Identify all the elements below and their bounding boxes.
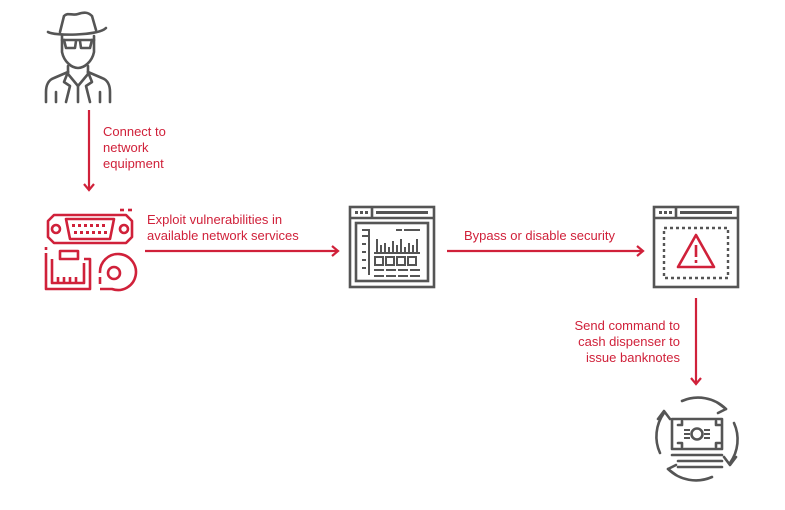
label-line: cash dispenser to [578, 334, 680, 349]
step-label-exploit: Exploit vulnerabilities in available net… [147, 212, 299, 244]
network-ports-icon [44, 208, 138, 292]
dashboard-window-icon [348, 205, 436, 289]
arrow-connect [83, 110, 95, 192]
label-line: issue banknotes [586, 350, 680, 365]
warning-window-icon [652, 205, 740, 289]
step-label-connect: Connect to network equipment [103, 124, 166, 172]
label-line: Send command to [574, 318, 680, 333]
cash-cycle-icon [655, 396, 739, 482]
spy-icon [44, 11, 112, 104]
step-label-send-command: Send command to cash dispenser to issue … [560, 318, 680, 366]
step-label-bypass: Bypass or disable security [464, 228, 615, 244]
arrow-bypass [447, 245, 645, 257]
arrow-exploit [145, 245, 340, 257]
arrow-send-command [690, 298, 702, 386]
label-line: Connect to [103, 124, 166, 139]
label-line: equipment [103, 156, 164, 171]
label-line: Exploit vulnerabilities in [147, 212, 283, 227]
label-line: Bypass or disable security [464, 228, 616, 243]
label-line: available network services [147, 228, 299, 243]
label-line: network [103, 140, 149, 155]
